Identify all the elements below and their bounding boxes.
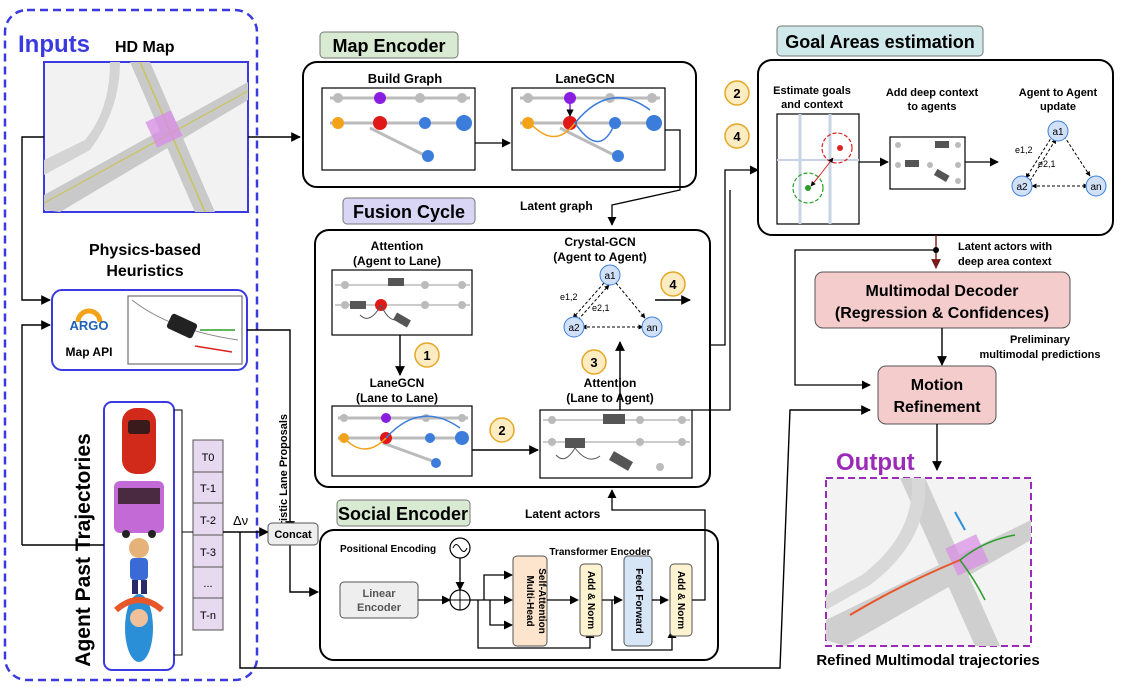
inputs-panel: Inputs HD Map Physics-based Heuristics A… — [3, 8, 259, 682]
refinement-line2: Refinement — [893, 399, 981, 416]
att-agent-lane-line2: (Agent to Lane) — [353, 254, 441, 268]
agent-past-trajectories-label: Agent Past Trajectories — [72, 433, 95, 666]
map-encoder: Map Encoder Build Graph LaneGCN — [302, 31, 697, 188]
att-agent-lane-line1: Attention — [371, 239, 424, 253]
deep-context-line1: Add deep context — [886, 87, 979, 99]
lanegcn-lane-line2: (Lane to Lane) — [356, 391, 438, 405]
output-panel: Output Refined Multimodal trajectories — [816, 449, 1039, 669]
att-lane-agent-line1: Attention — [584, 376, 637, 390]
edge-label: e1,2 — [1015, 145, 1033, 155]
agent-node-label: a2 — [568, 323, 580, 334]
latent-actors-label: Latent actors — [525, 507, 601, 521]
timestep-label: T-2 — [200, 515, 216, 527]
concat-box: Concat — [267, 522, 319, 546]
multi-head-line2: Self-Attention — [536, 568, 547, 634]
estimate-goals-line2: and context — [781, 99, 843, 111]
agent-node-label: a1 — [1052, 127, 1064, 138]
vehicle-icon — [166, 313, 198, 339]
motion-refinement: Motion Refinement — [877, 365, 997, 425]
agent-node-label: an — [646, 323, 657, 334]
pedestrian-icon — [129, 538, 149, 558]
timestep-label: T0 — [202, 452, 215, 464]
motorcycle-icon — [125, 594, 153, 662]
agent-icons-box — [103, 401, 175, 671]
latent-graph-label: Latent graph — [520, 199, 593, 213]
step-badge: 4 — [669, 277, 677, 292]
feed-forward-label: Feed Forward — [633, 568, 644, 634]
transformer-encoder-label: Transformer Encoder — [549, 547, 650, 558]
social-encoder-title: Social Encoder — [338, 504, 468, 524]
agent-node-label: an — [1090, 182, 1101, 193]
input-arrows — [21, 132, 871, 669]
hd-map-image — [43, 61, 249, 213]
map-api-label: Map API — [66, 345, 113, 359]
refinement-line1: Motion — [911, 377, 963, 394]
preliminary-line2: multimodal predictions — [979, 349, 1100, 361]
a2a-update-line2: update — [1040, 101, 1076, 113]
argo-logo: ARGO — [70, 318, 109, 333]
build-graph-label: Build Graph — [368, 71, 442, 86]
fusion-cycle: Fusion Cycle Attention (Agent to Lane) L… — [314, 197, 711, 488]
timestep-column: T0 T-1 T-2 T-3 ... T-n — [192, 439, 224, 631]
timestep-label: ... — [203, 578, 212, 590]
latent-actors-context-line2: deep area context — [958, 256, 1052, 268]
crystal-gcn-line2: (Agent to Agent) — [553, 250, 647, 264]
positional-encoding-label: Positional Encoding — [340, 544, 436, 555]
edge-label: e2,1 — [592, 303, 610, 313]
heuristic-lane-proposals-label: Heuristic Lane Proposals — [278, 414, 290, 546]
timestep-label: T-1 — [200, 483, 216, 495]
social-encoder: Social Encoder Latent actors Positional … — [319, 489, 719, 661]
hd-map-label: HD Map — [115, 39, 175, 56]
physics-title-line2: Heuristics — [106, 263, 183, 280]
delta-v-label: Δν — [233, 513, 248, 528]
step-badge: 1 — [423, 348, 430, 363]
goal-areas: Goal Areas estimation Estimate goals and… — [757, 25, 1114, 236]
fusion-cycle-title: Fusion Cycle — [353, 202, 465, 222]
a2a-update-line1: Agent to Agent — [1019, 87, 1098, 99]
lanegcn-lane-line1: LaneGCN — [370, 376, 425, 390]
output-title: Output — [836, 449, 915, 476]
linear-encoder-line1: Linear — [362, 588, 396, 600]
step-badge: 2 — [498, 423, 505, 438]
goal-areas-title: Goal Areas estimation — [785, 32, 974, 52]
argo-arc-icon — [75, 308, 103, 323]
car-icon — [122, 408, 156, 474]
lanegcn-label: LaneGCN — [555, 71, 614, 86]
deep-context-line2: to agents — [908, 101, 957, 113]
edge-label: e2,1 — [1038, 159, 1056, 169]
multimodal-decoder: Multimodal Decoder (Regression & Confide… — [814, 271, 1071, 329]
add-norm-label: Add & Norm — [675, 571, 686, 629]
latent-actors-context-line1: Latent actors with — [958, 241, 1052, 253]
preliminary-line1: Preliminary — [1010, 334, 1071, 346]
agent-node-label: a2 — [1016, 182, 1028, 193]
physics-title-line1: Physics-based — [89, 242, 201, 259]
step-badge: 3 — [590, 355, 597, 370]
add-norm-label: Add & Norm — [585, 571, 596, 629]
map-api-box: ARGO Map API — [51, 289, 248, 371]
agent-node-label: a1 — [604, 271, 616, 282]
output-caption: Refined Multimodal trajectories — [816, 652, 1039, 669]
estimate-goals-line1: Estimate goals — [773, 85, 851, 97]
inputs-title: Inputs — [18, 31, 90, 58]
edge-label: e1,2 — [560, 292, 578, 302]
goal-step-badge: 2 — [733, 86, 740, 101]
linear-encoder-line2: Encoder — [357, 602, 402, 614]
timestep-label: T-3 — [200, 547, 216, 559]
crystal-gcn-line1: Crystal-GCN — [564, 235, 635, 249]
multi-head-line1: Multi-Head — [524, 575, 535, 626]
goal-step-badge: 4 — [733, 129, 741, 144]
decoder-line2: (Regression & Confidences) — [835, 305, 1049, 322]
att-lane-agent-line2: (Lane to Agent) — [566, 391, 654, 405]
decoder-line1: Multimodal Decoder — [866, 283, 1019, 300]
timestep-label: T-n — [200, 610, 216, 622]
map-encoder-title: Map Encoder — [332, 36, 445, 56]
concat-label: Concat — [274, 529, 312, 541]
